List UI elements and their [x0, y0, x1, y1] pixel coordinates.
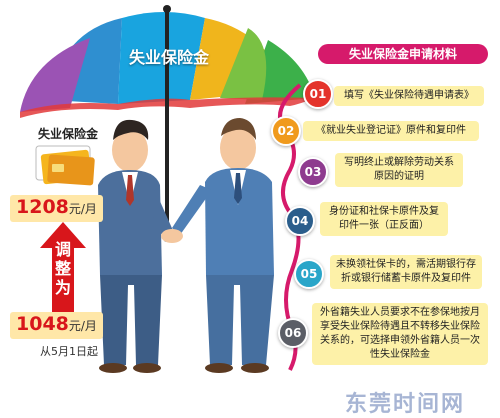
new-amount-unit: 元/月 — [68, 202, 97, 216]
old-amount-unit: 元/月 — [68, 319, 97, 333]
adjust-label: 调整为 — [54, 240, 71, 297]
step-badge-4: 04 — [285, 206, 315, 236]
new-amount-value: 1208 — [16, 196, 69, 218]
step-badge-3: 03 — [298, 157, 328, 187]
step-text-1: 填写《失业保险待遇申请表》 — [334, 86, 484, 106]
umbrella-illustration — [20, 5, 315, 230]
new-amount: 1208元/月 — [10, 195, 103, 222]
card-label: 失业保险金 — [38, 127, 99, 141]
materials-title: 失业保险金申请材料 — [318, 44, 488, 64]
up-arrow-icon — [40, 222, 86, 314]
effective-date: 从5月1日起 — [40, 345, 98, 358]
step-badge-1: 01 — [303, 79, 333, 109]
umbrella-title: 失业保险金 — [128, 48, 209, 67]
money-card-icon — [35, 145, 95, 186]
step-text-4: 身份证和社保卡原件及复印件一张（正反面） — [320, 202, 448, 236]
step-text-6: 外省籍失业人员要求不在参保地按月享受失业保险待遇且不转移失业保险关系的，可选择申… — [312, 303, 488, 365]
step-badge-2: 02 — [271, 116, 301, 146]
watermark-text: 东莞时间网 — [345, 392, 466, 417]
step-text-2: 《就业失业登记证》原件和复印件 — [303, 121, 479, 141]
handshake-figures — [98, 118, 274, 373]
old-amount: 1048元/月 — [10, 312, 103, 339]
step-text-3: 写明终止或解除劳动关系原因的证明 — [335, 153, 463, 187]
step-badge-6: 06 — [278, 318, 308, 348]
step-text-5: 未换领社保卡的，需活期银行存折或银行储蓄卡原件及复印件 — [330, 255, 482, 289]
old-amount-value: 1048 — [16, 313, 69, 335]
step-badge-5: 05 — [294, 259, 324, 289]
